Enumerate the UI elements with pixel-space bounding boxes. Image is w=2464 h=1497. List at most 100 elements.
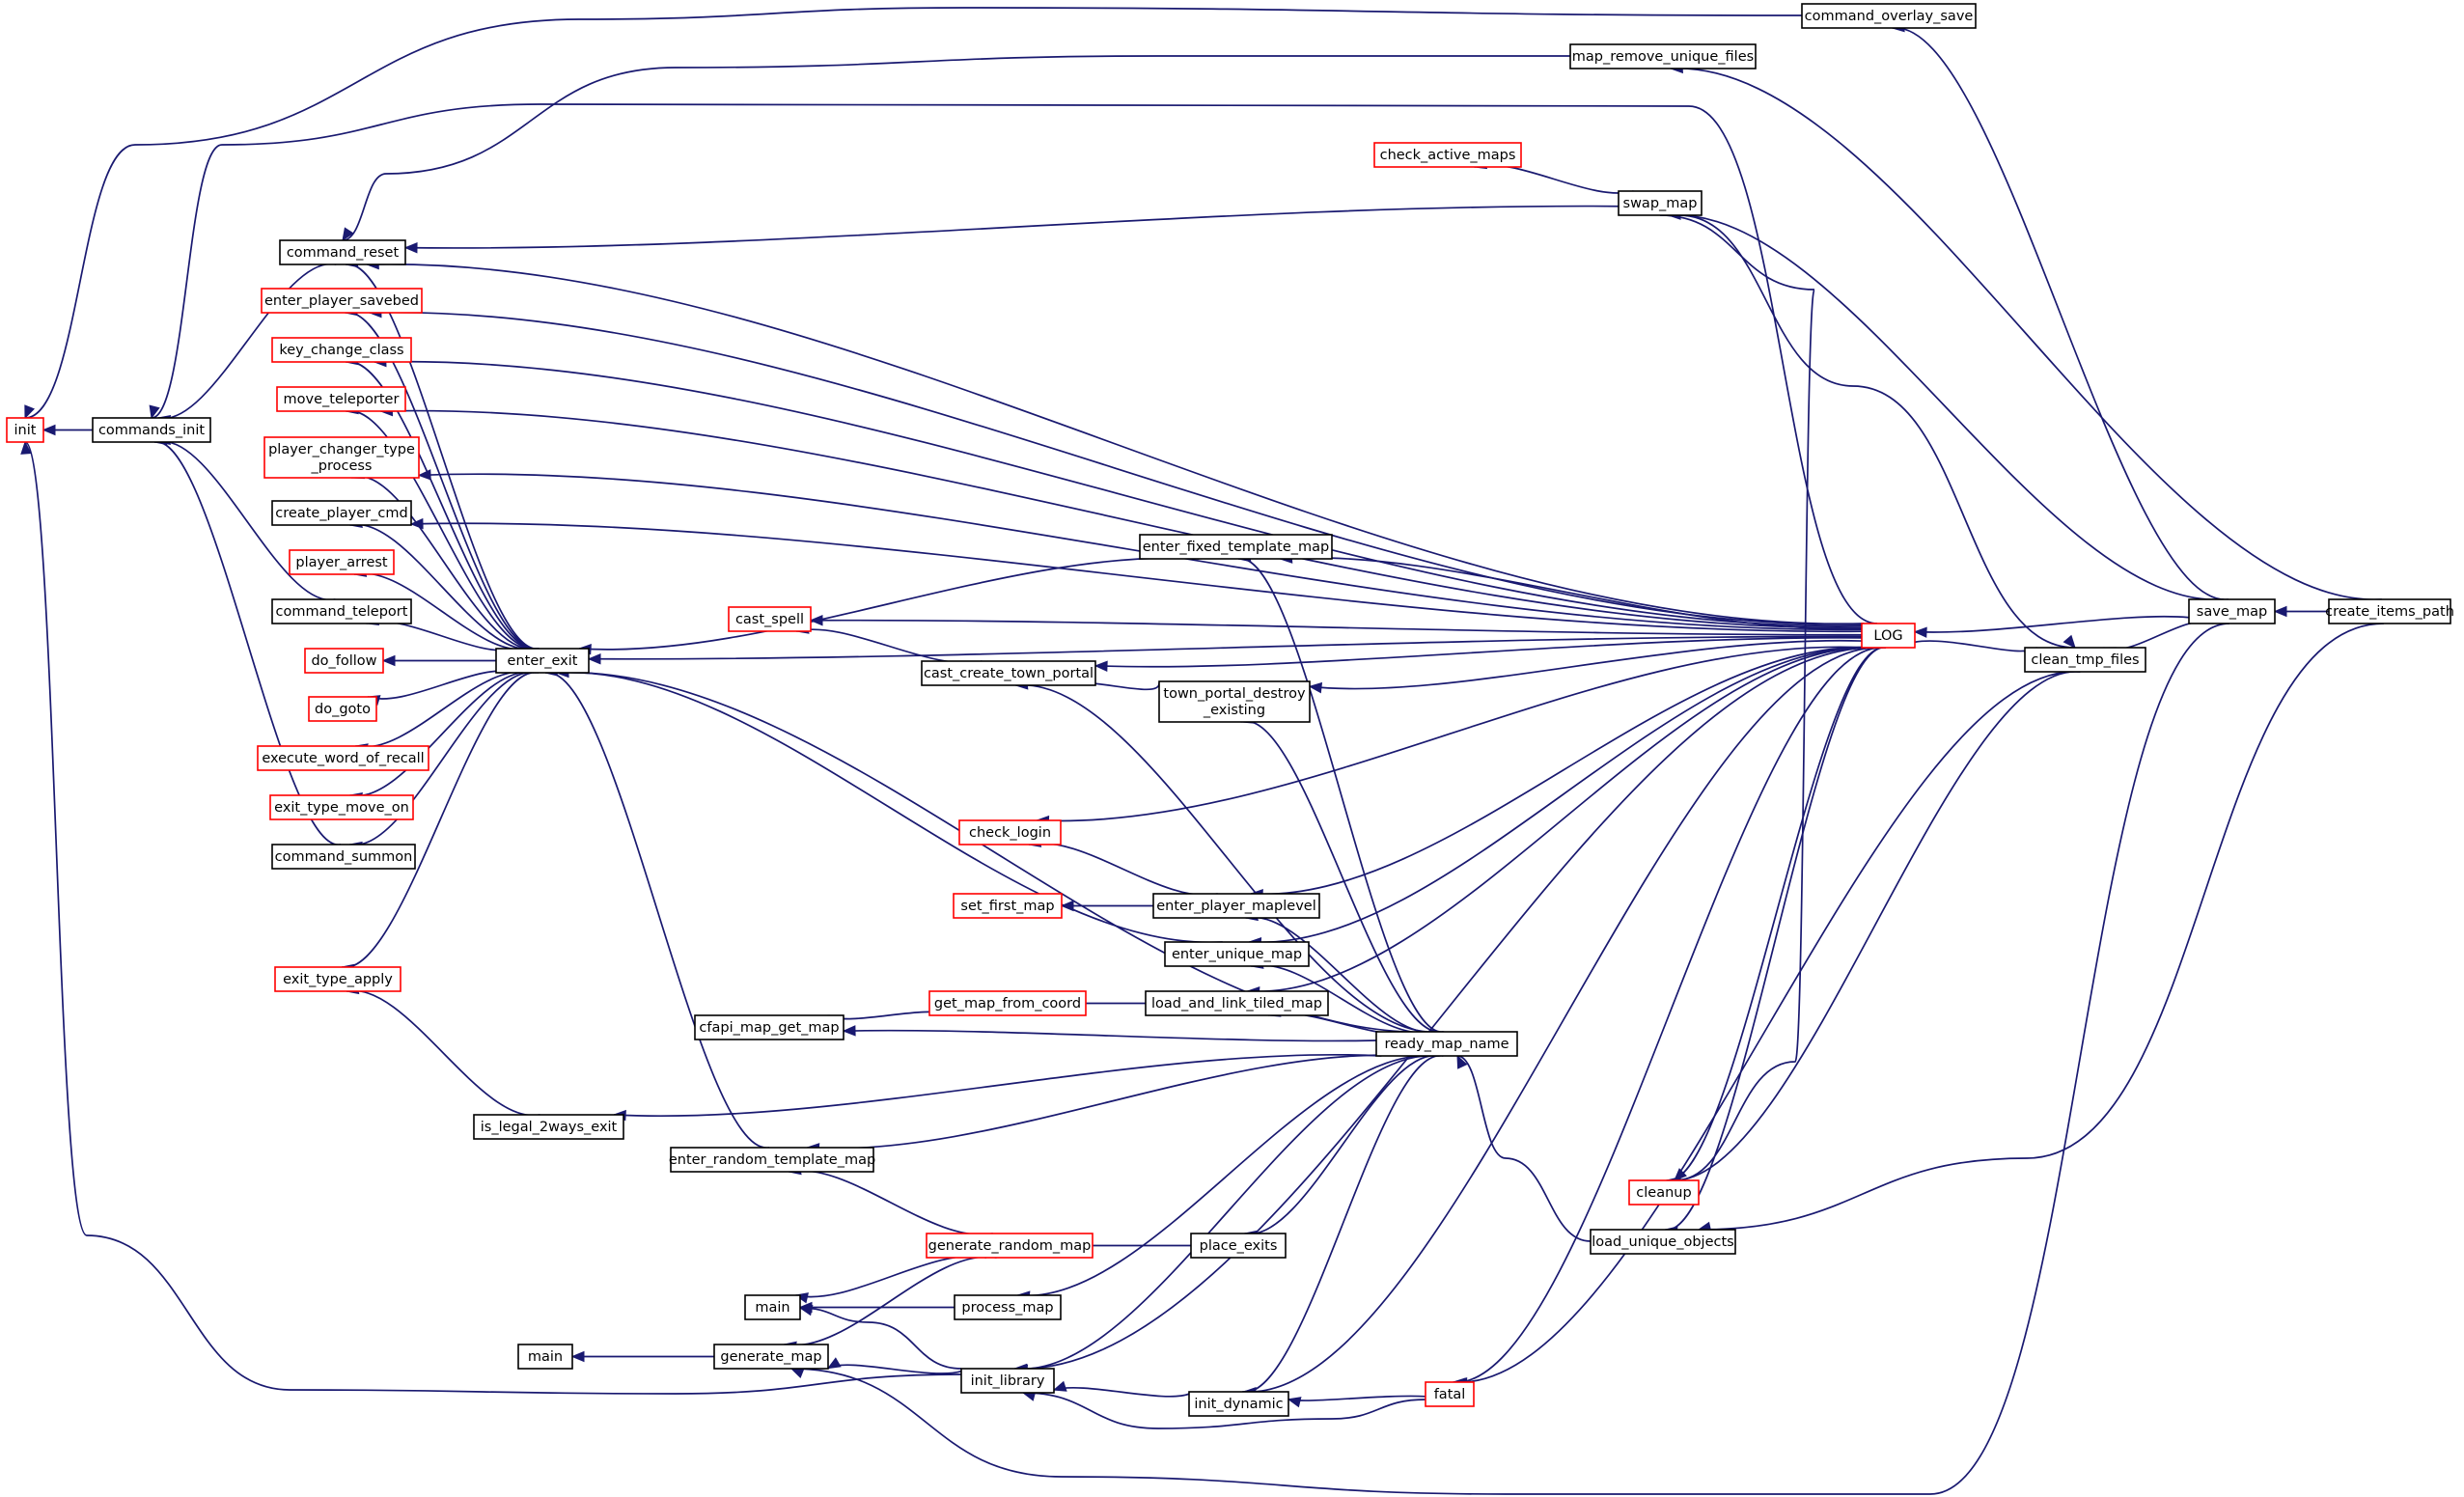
node-swap-map[interactable]: swap_map — [1618, 190, 1703, 216]
node-exit-type-move-on[interactable]: exit_type_move_on — [269, 794, 414, 820]
node-label: place_exits — [1200, 1238, 1278, 1254]
node-box — [1190, 1233, 1287, 1259]
node-box — [928, 990, 1087, 1016]
edge-line — [404, 205, 1620, 249]
node-log[interactable]: LOG — [1861, 623, 1916, 649]
edge-check-login-to-enter-player-maplevel — [1027, 836, 1218, 897]
node-cfapi-map-get-map[interactable]: cfapi_map_get_map — [694, 1014, 844, 1040]
node-map-remove-unique-files[interactable]: map_remove_unique_files — [1569, 43, 1757, 69]
edge-line — [1014, 647, 1882, 1370]
node-label: load_unique_objects — [1592, 1234, 1733, 1250]
node-player-arrest[interactable]: player_arrest — [289, 549, 395, 575]
edge-move-teleporter-to-log — [379, 404, 1863, 629]
edge-line — [1668, 671, 2081, 1181]
edge-command-overlay-save-to-save-map — [1891, 20, 2229, 600]
arrowhead — [342, 227, 354, 242]
node-main-a[interactable]: main — [744, 1294, 801, 1320]
node-generate-random-map[interactable]: generate_random_map — [926, 1233, 1094, 1259]
node-command-overlay-save[interactable]: command_overlay_save — [1801, 3, 1977, 29]
edge-command-reset-to-map-remove-unique-files — [342, 55, 1570, 242]
arrowhead — [1060, 900, 1074, 912]
node-key-change-class[interactable]: key_change_class — [271, 337, 412, 363]
edge-generate-map-to-save-map — [789, 623, 2230, 1495]
node-process-map[interactable]: process_map — [954, 1294, 1062, 1320]
node-commands-init[interactable]: commands_init — [92, 417, 211, 443]
edge-do-follow-to-enter-exit — [381, 654, 496, 667]
edge-line — [151, 103, 1878, 624]
node-command-summon[interactable]: command_summon — [271, 844, 416, 870]
node-box — [954, 1294, 1062, 1320]
edge-line — [1892, 27, 2229, 600]
node-init-dynamic[interactable]: init_dynamic — [1188, 1391, 1289, 1417]
node-command-reset[interactable]: command_reset — [279, 239, 406, 265]
node-generate-map[interactable]: generate_map — [713, 1344, 829, 1370]
node-place-exits[interactable]: place_exits — [1190, 1233, 1287, 1259]
node-box — [1373, 142, 1522, 168]
node-init[interactable]: init — [6, 417, 44, 443]
arrowhead — [826, 1357, 842, 1370]
edge-line — [1454, 671, 2081, 1383]
node-main-b[interactable]: main — [517, 1344, 573, 1370]
node-fatal[interactable]: fatal — [1425, 1381, 1475, 1407]
edge-line — [369, 311, 1863, 625]
edge-enter-exit-to-enter-fixed-template-map — [577, 557, 1200, 655]
node-label: command_overlay_save — [1805, 9, 1974, 24]
node-enter-exit[interactable]: enter_exit — [495, 648, 590, 674]
node-box — [304, 648, 384, 674]
node-ready-map-name[interactable]: ready_map_name — [1375, 1031, 1518, 1057]
edge-line — [1309, 639, 1863, 690]
node-player-changer-type-process[interactable]: player_changer_type_process — [263, 436, 420, 479]
edge-enter-fixed-template-map-to-log — [1279, 552, 1863, 630]
edge-line — [1244, 1054, 1441, 1235]
edge-line — [588, 635, 1863, 660]
node-cast-create-town-portal[interactable]: cast_create_town_portal — [921, 660, 1096, 686]
node-load-unique-objects[interactable]: load_unique_objects — [1590, 1229, 1736, 1255]
node-exit-type-apply[interactable]: exit_type_apply — [274, 966, 401, 992]
node-create-items-path[interactable]: create_items_path — [2325, 598, 2454, 624]
node-set-first-map[interactable]: set_first_map — [953, 893, 1063, 919]
node-create-player-cmd[interactable]: create_player_cmd — [271, 500, 412, 526]
edge-enter-exit-to-enter-random-template-map — [543, 665, 770, 1149]
node-check-login[interactable]: check_login — [958, 819, 1062, 846]
edge-town-portal-destroy-existing-to-ready-map-name — [1239, 712, 1444, 1033]
node-label: get_map_from_coord — [934, 996, 1081, 1012]
edge-init-library-to-ready-map-name — [1013, 1055, 1439, 1375]
node-load-and-link-tiled-map[interactable]: load_and_link_tiled_map — [1145, 990, 1329, 1016]
edge-save-map-to-create-items-path — [2273, 605, 2331, 618]
node-town-portal-destroy-existing[interactable]: town_portal_destroy_existing — [1158, 680, 1311, 723]
node-do-goto[interactable]: do_goto — [308, 696, 377, 722]
edge-line — [1666, 647, 1887, 1181]
node-label: cast_spell — [735, 612, 804, 627]
node-init-library[interactable]: init_library — [960, 1368, 1055, 1394]
node-box — [1188, 1391, 1289, 1417]
edge-line — [349, 671, 535, 797]
edge-line — [349, 523, 535, 651]
node-move-teleporter[interactable]: move_teleporter — [276, 386, 406, 412]
node-enter-unique-map[interactable]: enter_unique_map — [1164, 941, 1310, 967]
arrowhead — [1456, 1054, 1468, 1069]
node-get-map-from-coord[interactable]: get_map_from_coord — [928, 990, 1087, 1016]
node-execute-word-of-recall[interactable]: execute_word_of_recall — [257, 745, 429, 771]
node-command-teleport[interactable]: command_teleport — [271, 598, 412, 624]
edge-enter-unique-map-to-log — [1247, 647, 1876, 949]
node-label: map_remove_unique_files — [1572, 49, 1754, 65]
node-do-follow[interactable]: do_follow — [304, 648, 384, 674]
node-box — [1158, 680, 1311, 723]
node-enter-random-template-map[interactable]: enter_random_template_map — [669, 1147, 875, 1173]
node-enter-player-maplevel[interactable]: enter_player_maplevel — [1152, 893, 1320, 919]
node-box — [269, 794, 414, 820]
node-is-legal-2ways-exit[interactable]: is_legal_2ways_exit — [473, 1114, 624, 1140]
node-label: enter_player_savebed — [264, 293, 419, 309]
node-clean-tmp-files[interactable]: clean_tmp_files — [2024, 647, 2146, 673]
edge-main-a-to-init-library — [798, 1304, 962, 1370]
edge-line — [1017, 1054, 1437, 1297]
node-label: execute_word_of_recall — [262, 751, 424, 766]
node-enter-player-savebed[interactable]: enter_player_savebed — [261, 288, 423, 314]
node-cast-spell[interactable]: cast_spell — [728, 606, 812, 632]
node-check-active-maps[interactable]: check_active_maps — [1373, 142, 1522, 168]
node-save-map[interactable]: save_map — [2188, 598, 2276, 624]
node-box — [1590, 1229, 1736, 1255]
node-enter-fixed-template-map[interactable]: enter_fixed_template_map — [1139, 534, 1333, 560]
edge-line — [1287, 1395, 1426, 1401]
node-cleanup[interactable]: cleanup — [1628, 1179, 1700, 1206]
